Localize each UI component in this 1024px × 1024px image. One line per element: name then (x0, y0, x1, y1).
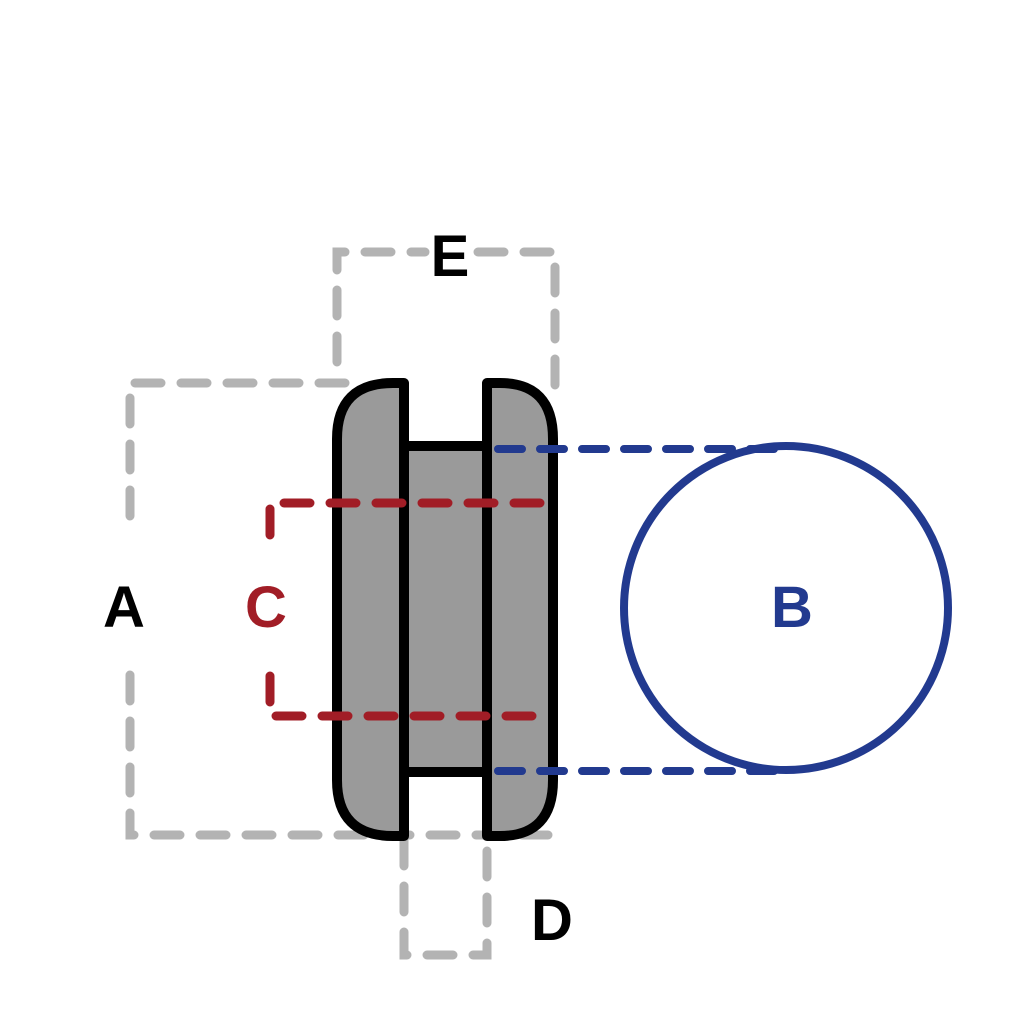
label-e: E (431, 224, 470, 289)
grommet-right-flange (482, 378, 558, 841)
grommet-groove-body (399, 441, 492, 777)
dimension-c-bracket (265, 498, 550, 721)
label-a: A (103, 575, 145, 640)
label-d: D (531, 888, 573, 953)
dimension-b-leaders (494, 445, 794, 775)
dimension-e-bracket (332, 247, 560, 403)
label-c: C (245, 575, 287, 640)
dimension-d-bracket (399, 835, 492, 960)
dimension-a-bracket (125, 378, 555, 840)
mounting-hole-circle (620, 442, 952, 774)
grommet-left-flange (332, 378, 409, 841)
label-b: B (771, 575, 813, 640)
